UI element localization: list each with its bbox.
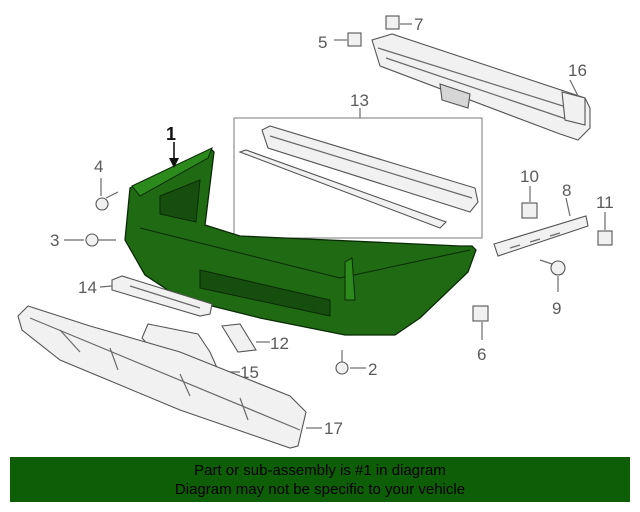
callout-8: 8 [562, 181, 571, 200]
retainer-11-part [597, 230, 613, 246]
part-13-group [233, 117, 483, 239]
callout-6: 6 [477, 345, 486, 364]
callout-10: 10 [520, 167, 539, 186]
nut-5-part [347, 32, 362, 47]
leader-1-arrow [169, 158, 179, 168]
info-banner: Part or sub-assembly is #1 in diagram Di… [10, 457, 630, 502]
callout-16: 16 [568, 61, 587, 80]
callout-1: 1 [166, 124, 176, 144]
callout-11: 11 [596, 193, 614, 212]
callout-14: 14 [78, 278, 97, 297]
retainer-10-part [521, 202, 538, 219]
callout-2: 2 [368, 360, 377, 379]
cover-12-part [221, 323, 257, 353]
bracket-8-part [493, 215, 589, 257]
retainer-6-part [472, 305, 489, 322]
callout-4: 4 [94, 157, 103, 176]
callout-13: 13 [350, 91, 369, 110]
bolt-3-part [85, 233, 116, 247]
callout-9: 9 [552, 299, 561, 318]
callout-7: 7 [414, 15, 423, 34]
callout-3: 3 [50, 231, 59, 250]
bolt-2-part [335, 350, 349, 375]
leader-14 [99, 285, 113, 288]
reinforcement-bar-part [371, 33, 591, 141]
callout-15: 15 [240, 363, 259, 382]
callout-5: 5 [318, 33, 327, 52]
bolt-9-part [539, 259, 566, 276]
bracket-14-part [111, 275, 213, 317]
leader-16 [569, 79, 579, 97]
leader-8 [565, 197, 571, 217]
bumper-fascia-part [124, 147, 477, 336]
nut-7-part [385, 15, 400, 30]
callout-12: 12 [270, 334, 289, 353]
banner-line-1: Part or sub-assembly is #1 in diagram [194, 462, 446, 479]
parts-diagram: 16 7 5 13 1 4 3 10 [17, 15, 614, 449]
absorber-17-part [17, 305, 307, 449]
callout-17: 17 [324, 419, 343, 438]
bolt-4-part [95, 191, 119, 211]
banner-line-2: Diagram may not be specific to your vehi… [174, 481, 466, 498]
